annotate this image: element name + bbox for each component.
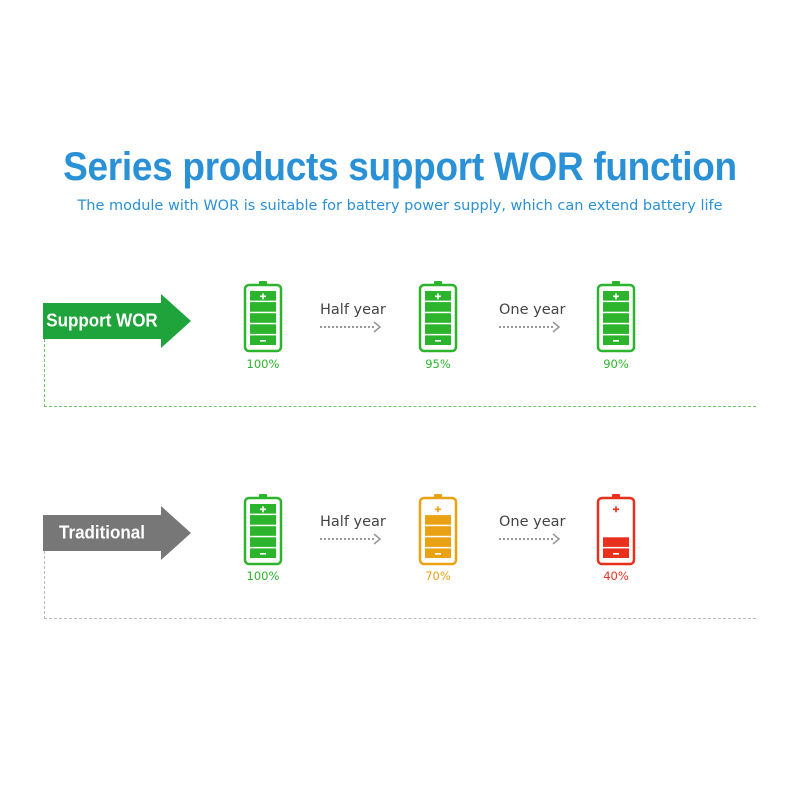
- dotted-arrow-icon: [320, 321, 382, 333]
- dotted-arrow-icon: [499, 533, 561, 545]
- step-one-year: One year: [499, 302, 589, 337]
- traditional-tag: Traditional: [43, 506, 191, 560]
- step-label: One year: [499, 302, 566, 318]
- step-half-year: Half year: [320, 302, 410, 337]
- dotted-arrow-icon: [320, 533, 382, 545]
- arrow-tag-shape-icon: [43, 506, 191, 560]
- battery-percent: 100%: [246, 569, 280, 583]
- page-subtitle: The module with WOR is suitable for batt…: [77, 198, 723, 214]
- step-half-year: Half year: [320, 514, 410, 549]
- battery-icon: [243, 494, 283, 566]
- traditional-label: Traditional: [59, 522, 145, 543]
- support-wor-tag: Support WOR: [43, 294, 191, 348]
- support-wor-vertical-dashed-line: [44, 339, 45, 407]
- battery-icon: [418, 281, 458, 353]
- step-label: One year: [499, 514, 566, 530]
- traditional-vertical-dashed-line: [44, 551, 45, 619]
- dotted-arrow-icon: [499, 321, 561, 333]
- battery-icon: [596, 281, 636, 353]
- traditional-horizontal-dashed-line: [44, 618, 756, 619]
- step-one-year: One year: [499, 514, 589, 549]
- arrow-tag-shape-icon: [43, 294, 191, 348]
- battery-percent: 95%: [425, 357, 451, 371]
- step-label: Half year: [320, 302, 386, 318]
- battery-percent: 90%: [603, 357, 629, 371]
- battery-icon: [243, 281, 283, 353]
- battery-percent: 70%: [425, 569, 451, 583]
- battery-icon: [418, 494, 458, 566]
- battery-percent: 40%: [603, 569, 629, 583]
- support-wor-horizontal-dashed-line: [44, 406, 756, 407]
- battery-percent: 100%: [246, 357, 280, 371]
- page-title: Series products support WOR function: [63, 144, 737, 189]
- step-label: Half year: [320, 514, 386, 530]
- support-wor-label: Support WOR: [46, 310, 158, 331]
- battery-icon: [596, 494, 636, 566]
